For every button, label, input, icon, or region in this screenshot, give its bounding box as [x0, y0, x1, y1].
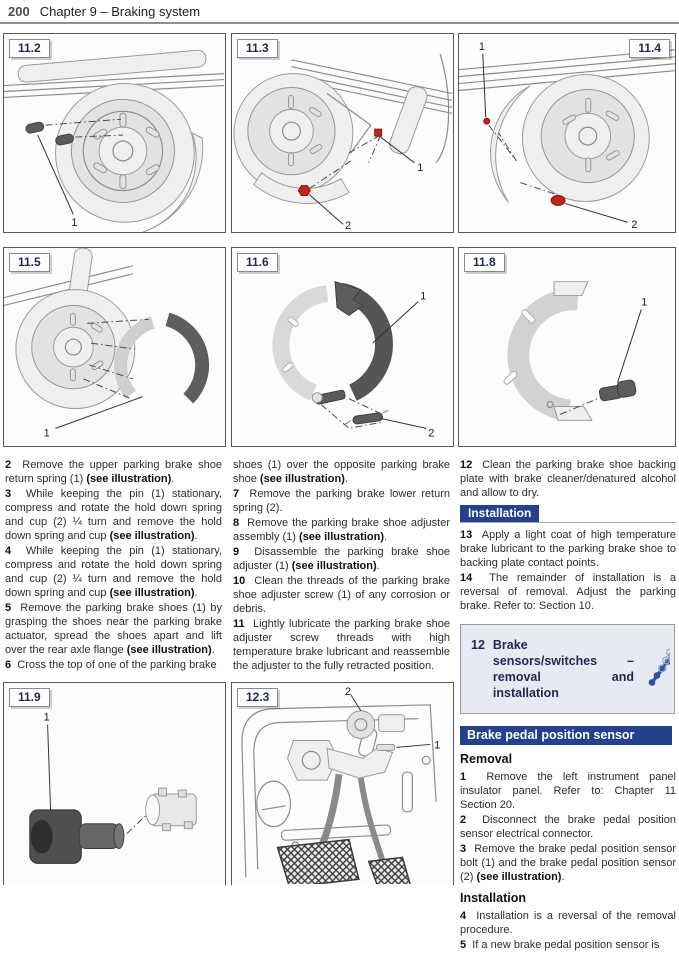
figure-label: 11.3	[237, 39, 278, 58]
callout-2: 2	[631, 219, 637, 231]
text-column-3: 12 Clean the parking brake shoe backing …	[460, 458, 676, 953]
figure-11-9: 11.9 1	[3, 682, 226, 885]
step-paragraph: 6 Cross the top of one of the parking br…	[5, 659, 217, 671]
figure-12-3: 12.3 2	[231, 682, 454, 885]
brake-assembly-drawing: 1 2	[233, 53, 453, 232]
callout-1: 1	[420, 291, 426, 303]
brake-assembly-drawing: 1 2	[459, 41, 675, 231]
step-paragraph: 3 While keeping the pin (1) stationary, …	[5, 488, 222, 542]
adjuster-parts-drawing: 1	[29, 712, 197, 864]
figure-11-2: 11.2 1	[3, 33, 226, 233]
callout-1: 1	[417, 162, 423, 174]
step-paragraph: 7 Remove the parking brake lower return …	[233, 488, 450, 514]
figure-label: 12.3	[237, 688, 279, 707]
callout-1: 1	[479, 41, 485, 53]
installation-heading-row: Installation	[460, 505, 676, 523]
figure-label: 11.8	[464, 253, 505, 272]
step-paragraph: 4 While keeping the pin (1) stationary, …	[5, 545, 222, 599]
step-paragraph: 5 If a new brake pedal position sensor i…	[460, 939, 660, 951]
callout-2: 2	[345, 686, 351, 698]
header-rule	[0, 22, 679, 24]
callout-1: 1	[434, 739, 440, 751]
wrench-icons	[647, 633, 670, 688]
figure-11-3: 11.3 1 2	[231, 33, 454, 233]
callout-1: 1	[71, 217, 77, 229]
section-12-box: 12 Brake sensors/switches – removal and …	[460, 624, 675, 714]
figure-11-8: 11.8 1	[458, 247, 676, 447]
figure-11-5: 11.5 1	[3, 247, 226, 447]
figure-label: 11.5	[9, 253, 50, 272]
step-paragraph: 14 The remainder of installation is a re…	[460, 572, 677, 612]
section-title: Brake sensors/switches – removal and ins…	[492, 638, 634, 700]
callout-1: 1	[44, 427, 50, 439]
callout-2: 2	[345, 220, 351, 232]
callout-1: 1	[44, 712, 50, 724]
figure-label: 11.6	[237, 253, 278, 272]
brake-pedal-sensor-drawing: 2 1	[241, 686, 440, 885]
manual-page: 200 Chapter 9 – Braking system 11.2	[0, 4, 679, 951]
step-paragraph: 12 Clean the parking brake shoe backing …	[460, 459, 676, 499]
step-paragraph: shoes (1) over the opposite parking brak…	[233, 459, 450, 485]
callout-2: 2	[428, 427, 434, 439]
parking-brake-shoes-drawing: 1	[4, 248, 210, 439]
step-paragraph: 4 Installation is a reversal of the remo…	[460, 910, 676, 936]
figure-label: 11.2	[9, 39, 50, 58]
figure-11-6: 11.6 1 2	[231, 247, 454, 447]
step-paragraph: 11 Lightly lubricate the parking brake s…	[233, 618, 450, 672]
step-paragraph: 3 Remove the brake pedal position sensor…	[460, 843, 676, 883]
step-paragraph: 5 Remove the parking brake shoes (1) by …	[5, 602, 222, 656]
text-column-1: 2 Remove the upper parking brake shoe re…	[5, 458, 222, 673]
step-paragraph: 2 Disconnect the brake pedal position se…	[460, 814, 676, 840]
subsection-heading: Brake pedal position sensor	[460, 726, 672, 745]
step-paragraph: 2 Remove the upper parking brake shoe re…	[5, 459, 222, 485]
removal-subheading: Removal	[460, 752, 513, 766]
section-number: 12	[471, 638, 485, 652]
figure-11-4: 11.4 1 2	[458, 33, 676, 233]
adjuster-screw-drawing: 1	[503, 281, 647, 422]
step-paragraph: 8 Remove the parking brake shoe adjuster…	[233, 517, 450, 543]
figure-label: 11.9	[9, 688, 50, 707]
installation-heading: Installation	[460, 505, 540, 522]
callout-1: 1	[641, 296, 647, 308]
chapter-title: Chapter 9 – Braking system	[39, 4, 201, 19]
step-paragraph: 10 Clean the threads of the parking brak…	[233, 575, 450, 615]
page-header: 200 Chapter 9 – Braking system	[8, 4, 200, 19]
brake-assembly-drawing: 1	[4, 49, 225, 233]
step-paragraph: 1 Remove the left instrument panel insul…	[460, 771, 676, 811]
step-paragraph: 13 Apply a light coat of high temperatur…	[460, 529, 676, 569]
text-column-2: shoes (1) over the opposite parking brak…	[233, 458, 450, 674]
page-number: 200	[8, 4, 30, 19]
step-paragraph: 9 Disassemble the parking brake shoe adj…	[233, 546, 450, 572]
figure-label: 11.4	[629, 39, 670, 58]
shoe-adjuster-drawing: 1 2	[272, 281, 434, 439]
installation-subheading: Installation	[460, 891, 526, 905]
